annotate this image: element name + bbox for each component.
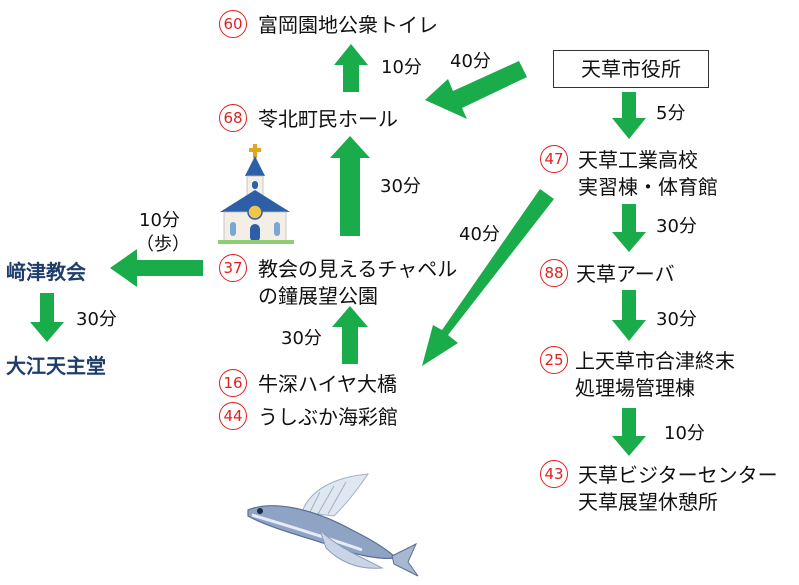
church-label-oe: 大江天主堂 bbox=[6, 354, 106, 378]
spot-label-plant-line2: 処理場管理棟 bbox=[575, 376, 695, 400]
spot-label-visitor-line1: 天草ビジターセンター bbox=[578, 463, 778, 487]
time-bridge-to-chapel: 30分 bbox=[281, 328, 322, 349]
church-icon bbox=[218, 144, 294, 244]
start-label: 天草市役所 bbox=[581, 57, 681, 81]
spot-number-badge: 47 bbox=[540, 145, 568, 173]
arrow-chapel-to-sakitsu bbox=[110, 249, 203, 287]
arrow-start-to-school bbox=[612, 92, 646, 139]
time-chapel-to-sakitsu: 10分 bbox=[139, 210, 180, 231]
spot-label-school-line2: 実習棟・体育館 bbox=[578, 175, 718, 199]
flying-fish-icon bbox=[247, 473, 419, 577]
time-plant-to-visitor: 10分 bbox=[664, 423, 705, 444]
spot-number-badge: 44 bbox=[219, 402, 247, 430]
spot-label-bridge: 牛深ハイヤ大橋 bbox=[258, 372, 397, 396]
time-chapel-to-hall: 30分 bbox=[380, 176, 421, 197]
spot-number-badge: 88 bbox=[540, 259, 568, 287]
time-arbor-to-plant: 30分 bbox=[656, 309, 697, 330]
spot-label-arbor: 天草アーバ bbox=[576, 262, 675, 286]
spot-label-chapel-line1: 教会の見えるチャペル bbox=[258, 257, 458, 281]
arrow-start-to-hall bbox=[425, 61, 527, 119]
spot-label-chapel-line2: の鐘展望公園 bbox=[258, 284, 378, 308]
time-start-to-hall: 40分 bbox=[450, 51, 491, 72]
spot-number-badge: 16 bbox=[219, 369, 247, 397]
spot-label-school-line1: 天草工業高校 bbox=[578, 148, 698, 172]
time-start-to-school: 5分 bbox=[656, 103, 686, 124]
spot-label-toilet: 富岡園地公衆トイレ bbox=[258, 13, 438, 37]
spot-number-badge: 60 bbox=[219, 10, 247, 38]
arrow-plant-to-visitor bbox=[612, 408, 646, 456]
spot-label-hall: 苓北町民ホール bbox=[258, 107, 398, 131]
spot-number-badge: 25 bbox=[540, 346, 568, 374]
spot-label-museum: うしぶか海彩館 bbox=[258, 405, 398, 429]
arrow-school-to-arbor bbox=[612, 204, 646, 252]
spot-label-visitor-line2: 天草展望休憩所 bbox=[578, 490, 718, 514]
time-sakitsu-to-oe: 30分 bbox=[76, 309, 117, 330]
arrow-sakitsu-to-oe bbox=[30, 293, 64, 342]
arrow-arbor-to-plant bbox=[612, 290, 646, 341]
arrow-bridge-to-chapel bbox=[332, 306, 368, 364]
arrow-hall-to-toilet bbox=[334, 44, 368, 92]
spot-label-plant-line1: 上天草市合津終末 bbox=[575, 349, 735, 373]
time-school-to-bridge: 40分 bbox=[459, 224, 500, 245]
arrow-chapel-to-hall bbox=[330, 136, 370, 236]
time-school-to-arbor: 30分 bbox=[656, 216, 697, 237]
church-label-sakitsu: 﨑津教会 bbox=[6, 260, 86, 284]
arrow-school-to-bridge bbox=[422, 189, 554, 366]
time-hall-to-toilet: 10分 bbox=[381, 57, 422, 78]
spot-number-badge: 68 bbox=[219, 104, 247, 132]
time-walk-note: （歩） bbox=[136, 234, 190, 255]
start-box: 天草市役所 bbox=[553, 50, 709, 88]
spot-number-badge: 43 bbox=[540, 460, 568, 488]
spot-number-badge: 37 bbox=[219, 254, 247, 282]
